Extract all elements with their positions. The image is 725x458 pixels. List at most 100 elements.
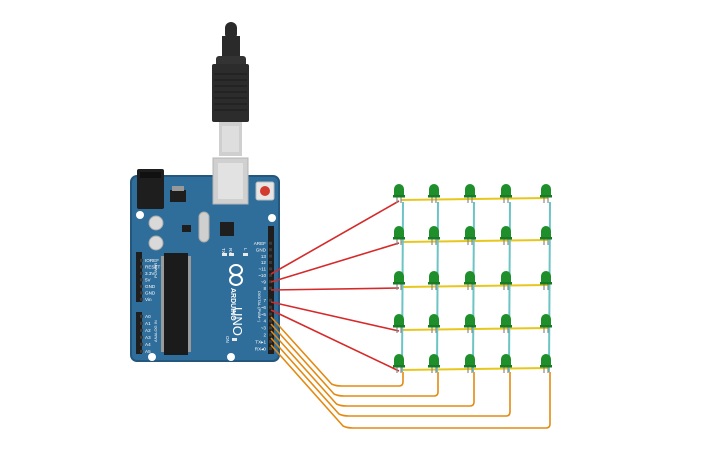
usb-interface-chip	[220, 222, 234, 236]
led-icon[interactable]	[500, 184, 512, 203]
led-icon[interactable]	[540, 226, 552, 245]
header-pin-socket[interactable]	[269, 254, 272, 258]
led-icon[interactable]	[464, 226, 476, 245]
row-bus-wire	[400, 367, 549, 371]
arduino-uno-board[interactable]: TX RX L ON ARDUINO UNO DIGITAL (PWM~) PO…	[130, 157, 280, 362]
led-icon[interactable]	[500, 226, 512, 245]
led-icon[interactable]	[500, 354, 512, 373]
header-pin-socket[interactable]	[269, 280, 272, 284]
header-pin-socket[interactable]	[140, 314, 143, 318]
led-body	[541, 184, 551, 197]
header-pin-socket[interactable]	[269, 286, 272, 290]
led-icon[interactable]	[464, 354, 476, 373]
led-rim	[393, 237, 405, 240]
analog-pin-label: A5	[145, 349, 151, 354]
led-icon[interactable]	[428, 271, 440, 290]
tx-label: TX	[221, 248, 226, 254]
usb-cable-neck	[222, 36, 240, 62]
header-pin-socket[interactable]	[140, 278, 143, 282]
header-pin-socket[interactable]	[269, 340, 272, 344]
digital-pin-label: 4	[263, 319, 266, 324]
anode-wire	[270, 200, 400, 275]
led-icon[interactable]	[393, 354, 405, 373]
led-icon[interactable]	[428, 354, 440, 373]
analog-pin-label: A3	[145, 335, 151, 340]
header-pin-socket[interactable]	[269, 333, 272, 337]
header-pin-socket[interactable]	[269, 347, 272, 351]
led-icon[interactable]	[393, 314, 405, 333]
led-rim	[500, 325, 512, 328]
digital-pin-label: GND	[256, 247, 267, 252]
header-pin-socket[interactable]	[140, 284, 143, 288]
usb-plug-body	[212, 64, 249, 122]
digital-pin-label: 13	[261, 254, 267, 259]
cathode-wire	[270, 316, 404, 387]
header-pin-socket[interactable]	[140, 328, 143, 332]
led-icon[interactable]	[428, 314, 440, 333]
dc-power-jack-top	[140, 172, 161, 178]
led-icon[interactable]	[428, 226, 440, 245]
led-rim	[393, 195, 405, 198]
led-body	[465, 184, 475, 197]
header-pin-socket[interactable]	[140, 342, 143, 346]
header-pin-socket[interactable]	[269, 305, 272, 309]
led-icon[interactable]	[540, 354, 552, 373]
header-pin-socket[interactable]	[140, 258, 143, 262]
header-pin-socket[interactable]	[269, 241, 272, 245]
analog-header	[136, 312, 142, 354]
chip-pins-right	[188, 256, 191, 352]
board-model: UNO	[230, 307, 245, 336]
header-pin-socket[interactable]	[140, 271, 143, 275]
header-pin-socket[interactable]	[269, 267, 272, 271]
header-pin-socket[interactable]	[140, 297, 143, 301]
header-pin-socket[interactable]	[140, 265, 143, 269]
led-icon[interactable]	[393, 184, 405, 203]
led-rim	[464, 282, 476, 285]
led-rim	[500, 237, 512, 240]
analog-header-label: ANALOG IN	[153, 320, 158, 342]
led-icon[interactable]	[500, 314, 512, 333]
header-pin-socket[interactable]	[269, 326, 272, 330]
mounting-hole	[148, 353, 156, 361]
led-icon[interactable]	[464, 184, 476, 203]
dc-power-jack	[137, 169, 164, 209]
header-pin-socket[interactable]	[269, 273, 272, 277]
usb-b-port-inner	[218, 163, 243, 199]
header-pin-socket[interactable]	[269, 261, 272, 264]
crystal-oscillator	[198, 211, 210, 243]
row-bus-wire	[400, 327, 549, 331]
header-pin-socket[interactable]	[269, 312, 272, 316]
usb-plug-metal-inner	[222, 126, 239, 152]
header-pin-socket[interactable]	[140, 321, 143, 325]
analog-pin-label: A1	[145, 321, 151, 326]
led-icon[interactable]	[464, 271, 476, 290]
header-pin-socket[interactable]	[140, 291, 143, 295]
led-rim	[428, 237, 440, 240]
cathode-wire	[270, 330, 475, 407]
voltage-regulator	[170, 190, 186, 202]
led-icon[interactable]	[428, 184, 440, 203]
led-icon[interactable]	[540, 271, 552, 290]
header-pin-socket[interactable]	[269, 248, 272, 252]
row-bus-wire	[400, 197, 549, 201]
led-icon[interactable]	[500, 271, 512, 290]
led-rim	[540, 237, 552, 240]
header-pin-socket[interactable]	[269, 319, 272, 323]
led-icon[interactable]	[393, 226, 405, 245]
digital-pin-label: 8	[263, 286, 266, 291]
header-pin-socket[interactable]	[140, 335, 143, 339]
led-icon[interactable]	[540, 314, 552, 333]
led-rim	[428, 282, 440, 285]
led-icon[interactable]	[540, 184, 552, 203]
header-pin-socket[interactable]	[140, 349, 143, 353]
led-body	[541, 271, 551, 284]
led-rim	[428, 325, 440, 328]
led-icon[interactable]	[393, 271, 405, 290]
reset-button-cap[interactable]	[260, 186, 270, 196]
header-pin-socket[interactable]	[269, 298, 272, 302]
led-body	[541, 314, 551, 327]
led-icon[interactable]	[464, 314, 476, 333]
rx-label: RX	[228, 248, 233, 254]
